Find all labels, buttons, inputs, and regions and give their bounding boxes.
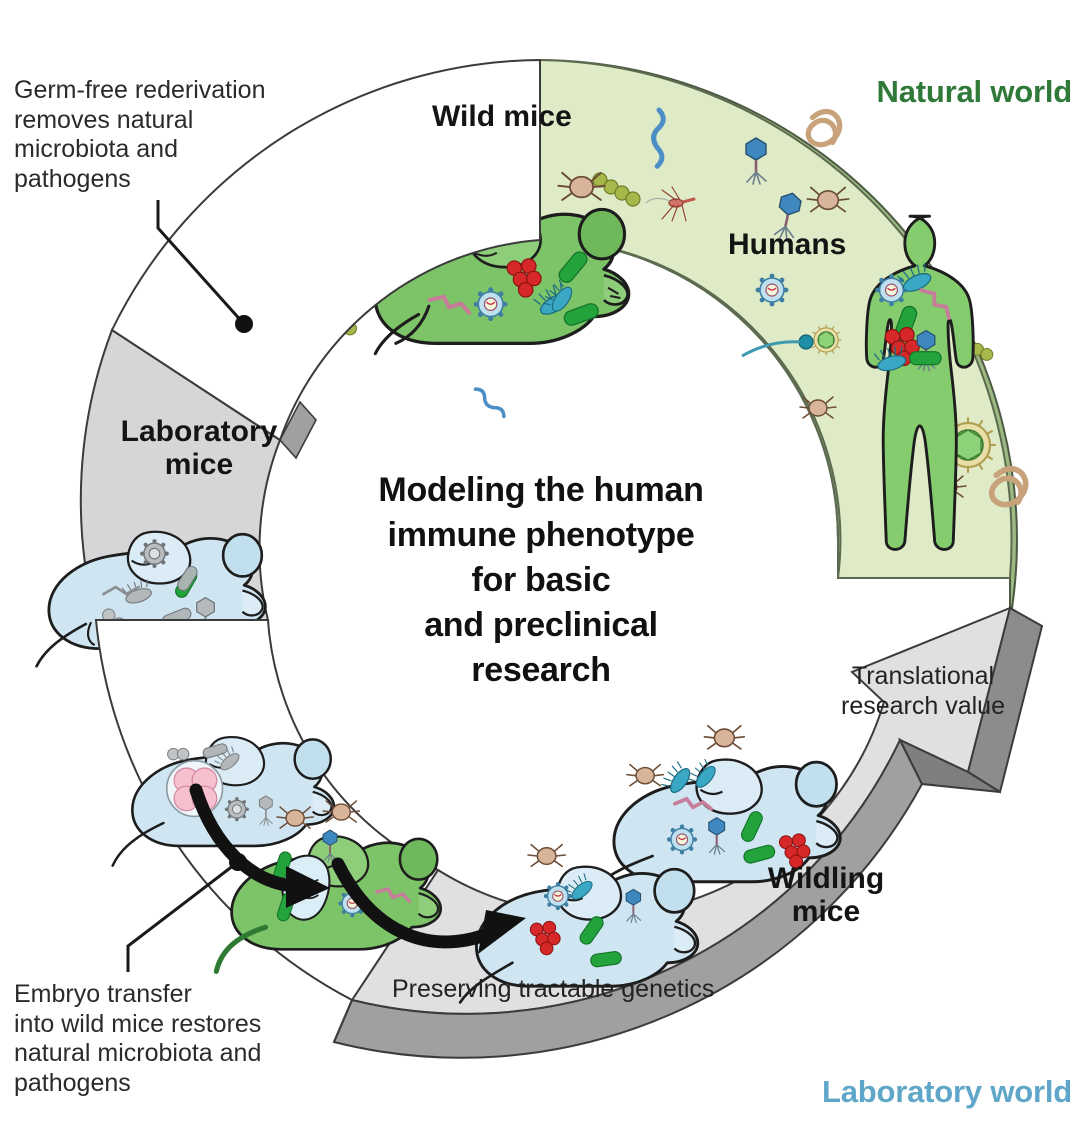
label-wildling-mice: Wildling mice bbox=[767, 862, 885, 928]
note-preserving-tractable-genetics: Preserving tractable genetics bbox=[392, 975, 715, 1003]
natural-world-arc bbox=[200, 58, 1026, 622]
callout-germfree-rederivation: Germ-free rederivation removes natural m… bbox=[14, 76, 266, 193]
embryo-transfer-zone bbox=[94, 619, 526, 1002]
label-laboratory-world: Laboratory world bbox=[822, 1074, 1072, 1109]
wildling-segment bbox=[332, 606, 1044, 1059]
wildling-mouse-1 bbox=[597, 724, 842, 885]
laboratory-mice-segment bbox=[35, 328, 317, 668]
label-laboratory-mice: Laboratory mice bbox=[120, 415, 278, 481]
label-humans: Humans bbox=[728, 228, 847, 261]
callout-leader-germfree bbox=[156, 200, 253, 333]
label-wild-mice: Wild mice bbox=[432, 100, 572, 133]
human-illustration bbox=[864, 214, 975, 551]
center-title: Modeling the human immune phenotype for … bbox=[378, 471, 704, 689]
note-translational-research-value: Translational research value bbox=[841, 662, 1005, 720]
germfree-gap bbox=[110, 58, 541, 442]
embryo-transfer-arrow-2 bbox=[331, 857, 526, 954]
wildling-mouse-2 bbox=[458, 843, 700, 1004]
label-natural-world: Natural world bbox=[876, 74, 1073, 109]
pathogen-cluster-natural bbox=[200, 110, 1026, 505]
donor-lab-mouse-illustration bbox=[111, 736, 336, 867]
callout-embryo-transfer: Embryo transfer into wild mice restores … bbox=[14, 980, 262, 1097]
callout-leader-embryo bbox=[126, 853, 247, 972]
